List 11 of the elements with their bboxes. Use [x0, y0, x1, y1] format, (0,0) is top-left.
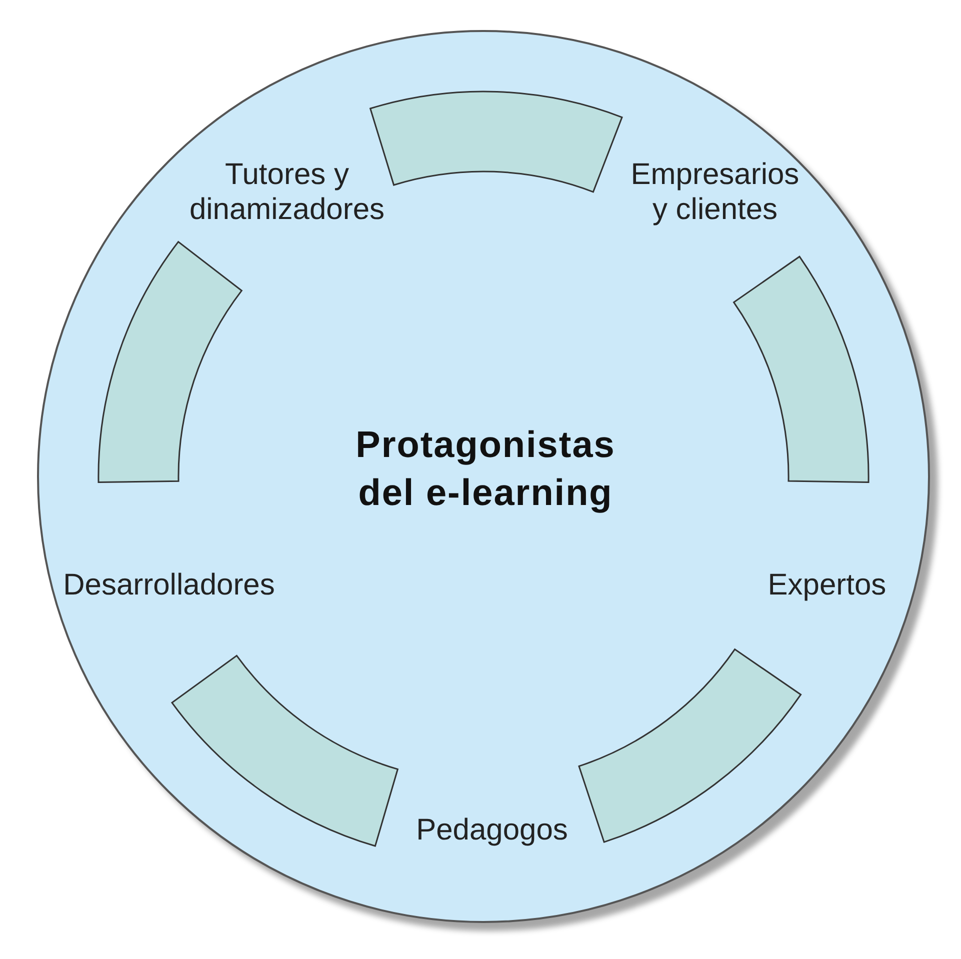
role-label: Pedagogos — [392, 812, 592, 848]
role-label: Expertos — [737, 568, 917, 602]
center-title: Protagonistas del e-learning — [354, 422, 616, 515]
arc-connector — [733, 256, 870, 483]
arc-connector — [578, 648, 802, 843]
arc-connector — [98, 241, 242, 484]
role-label: Tutores y dinamizadores — [157, 157, 417, 227]
role-label: Empresarios y clientes — [622, 157, 808, 227]
arc-connector — [171, 654, 398, 847]
role-label: Desarrolladores — [29, 568, 309, 602]
arc-connector — [370, 90, 623, 193]
